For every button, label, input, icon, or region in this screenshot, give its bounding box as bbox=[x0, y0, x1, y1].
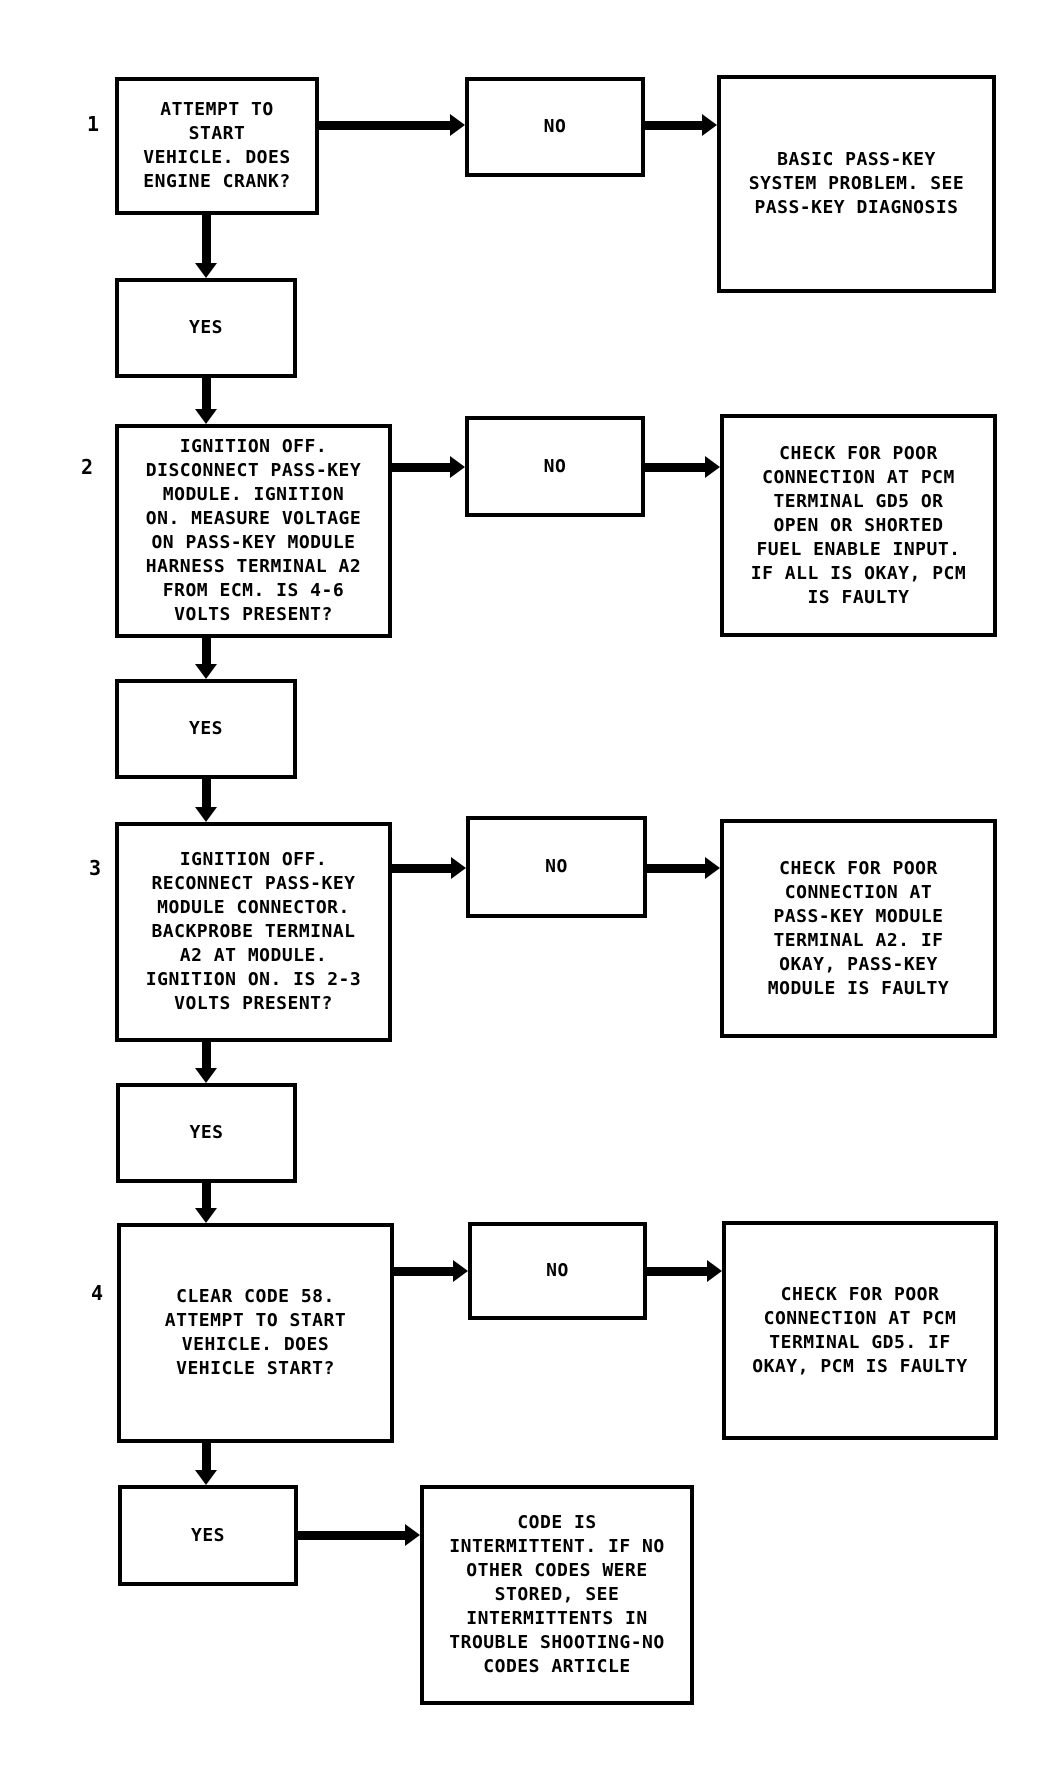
step-3-no-box: NO bbox=[466, 816, 647, 918]
step-2-yes-box: YES bbox=[115, 679, 297, 779]
step-3-no-result-box: CHECK FOR POOR CONNECTION AT PASS-KEY MO… bbox=[720, 819, 997, 1038]
arrow-down-icon-step4-to-yes bbox=[194, 1443, 218, 1485]
arrow-shaft bbox=[647, 1266, 709, 1276]
step-1-no-result-box: BASIC PASS-KEY SYSTEM PROBLEM. SEE PASS-… bbox=[717, 75, 996, 293]
arrow-down-icon-yes1-to-step2 bbox=[194, 378, 218, 424]
step-2-no-box: NO bbox=[465, 416, 645, 517]
arrow-right-icon-yes4-to-final bbox=[298, 1523, 420, 1547]
arrow-shaft bbox=[201, 378, 211, 411]
arrow-right-icon-step1-to-no bbox=[318, 113, 465, 137]
arrow-shaft bbox=[201, 1443, 211, 1472]
step-number-3: 3 bbox=[88, 856, 102, 880]
arrow-down-icon-step3-to-yes bbox=[194, 1042, 218, 1083]
arrow-down-icon-yes3-to-step4 bbox=[194, 1183, 218, 1223]
arrow-down-icon-step1-to-yes bbox=[194, 215, 218, 278]
step-1-no-box: NO bbox=[465, 77, 645, 177]
arrow-shaft bbox=[201, 215, 211, 265]
arrow-head bbox=[450, 114, 465, 136]
arrow-shaft bbox=[201, 1042, 211, 1070]
arrow-head bbox=[453, 1260, 468, 1282]
arrow-head bbox=[705, 857, 720, 879]
arrow-shaft bbox=[201, 638, 211, 666]
arrow-shaft bbox=[298, 1530, 407, 1540]
arrow-shaft bbox=[645, 462, 707, 472]
arrow-down-icon-yes2-to-step3 bbox=[194, 779, 218, 822]
arrow-shaft bbox=[392, 462, 452, 472]
step-2-question-box: IGNITION OFF. DISCONNECT PASS-KEY MODULE… bbox=[115, 424, 392, 638]
arrow-right-icon-no1-to-result bbox=[645, 113, 717, 137]
arrow-shaft bbox=[318, 120, 452, 130]
arrow-right-icon-no2-to-result bbox=[645, 455, 720, 479]
arrow-shaft bbox=[201, 779, 211, 809]
arrow-head bbox=[195, 664, 217, 679]
arrow-head bbox=[702, 114, 717, 136]
arrow-down-icon-step2-to-yes bbox=[194, 638, 218, 679]
step-2-no-result-box: CHECK FOR POOR CONNECTION AT PCM TERMINA… bbox=[720, 414, 997, 637]
step-4-no-box: NO bbox=[468, 1222, 647, 1320]
arrow-head bbox=[195, 1068, 217, 1083]
arrow-head bbox=[195, 807, 217, 822]
arrow-head bbox=[707, 1260, 722, 1282]
arrow-head bbox=[405, 1524, 420, 1546]
arrow-shaft bbox=[201, 1183, 211, 1210]
arrow-head bbox=[195, 1470, 217, 1485]
step-4-yes-box: YES bbox=[118, 1485, 298, 1586]
step-4-no-result-box: CHECK FOR POOR CONNECTION AT PCM TERMINA… bbox=[722, 1221, 998, 1440]
arrow-head bbox=[451, 857, 466, 879]
step-3-yes-box: YES bbox=[116, 1083, 297, 1183]
arrow-right-icon-step4-to-no bbox=[394, 1259, 468, 1283]
step-number-4: 4 bbox=[90, 1281, 104, 1305]
arrow-right-icon-step2-to-no bbox=[392, 455, 465, 479]
final-result-box: CODE IS INTERMITTENT. IF NO OTHER CODES … bbox=[420, 1485, 694, 1705]
step-1-question-box: ATTEMPT TO START VEHICLE. DOES ENGINE CR… bbox=[115, 77, 319, 215]
arrow-shaft bbox=[645, 120, 704, 130]
arrow-right-icon-no4-to-result bbox=[647, 1259, 722, 1283]
arrow-shaft bbox=[392, 863, 453, 873]
step-number-1: 1 bbox=[86, 112, 100, 136]
arrow-shaft bbox=[394, 1266, 455, 1276]
step-number-2: 2 bbox=[80, 455, 94, 479]
arrow-head bbox=[705, 456, 720, 478]
step-1-yes-box: YES bbox=[115, 278, 297, 378]
arrow-head bbox=[195, 263, 217, 278]
arrow-head bbox=[195, 409, 217, 424]
arrow-right-icon-no3-to-result bbox=[647, 856, 720, 880]
arrow-head bbox=[195, 1208, 217, 1223]
step-3-question-box: IGNITION OFF. RECONNECT PASS-KEY MODULE … bbox=[115, 822, 392, 1042]
arrow-head bbox=[450, 456, 465, 478]
arrow-shaft bbox=[647, 863, 707, 873]
arrow-right-icon-step3-to-no bbox=[392, 856, 466, 880]
step-4-question-box: CLEAR CODE 58. ATTEMPT TO START VEHICLE.… bbox=[117, 1223, 394, 1443]
